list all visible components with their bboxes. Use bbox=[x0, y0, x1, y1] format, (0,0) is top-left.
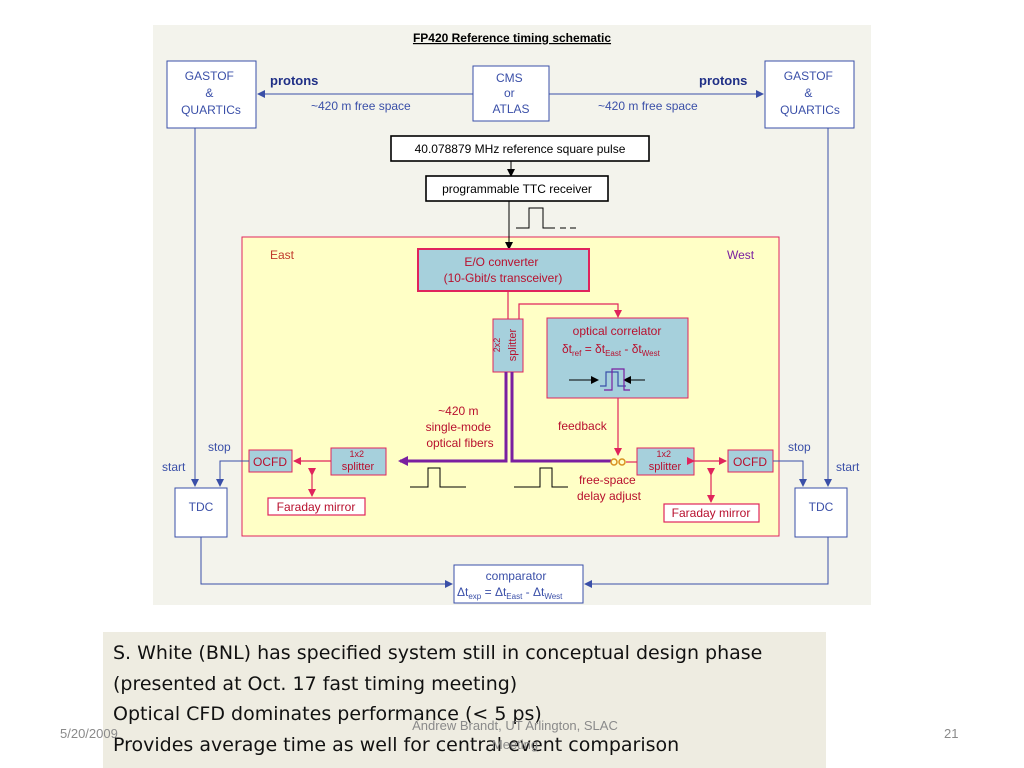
free-space-left-label: ~420 m free space bbox=[311, 99, 411, 113]
ttc-receiver-box bbox=[425, 175, 609, 202]
fiber-label: ~420 m single-mode optical fibers bbox=[426, 404, 495, 450]
free-space-right-label: ~420 m free space bbox=[598, 99, 698, 113]
eo-converter-text: E/O converter (10-Gbit/s transceiver) bbox=[444, 255, 563, 285]
tdc-right-to-comparator bbox=[584, 537, 829, 588]
footer-date: 5/20/2009 bbox=[60, 726, 118, 741]
feedback-label: feedback bbox=[558, 419, 608, 433]
protons-right-label: protons bbox=[699, 73, 747, 88]
optical-correlator-label: optical correlator bbox=[573, 324, 662, 338]
notes-box: S. White (BNL) has specified system stil… bbox=[103, 632, 826, 768]
note-line: Optical CFD dominates performance (< 5 p… bbox=[113, 703, 542, 725]
protons-left-label: protons bbox=[270, 73, 318, 88]
eo-converter-box bbox=[417, 248, 590, 292]
start-left-label: start bbox=[162, 460, 186, 474]
diagram-title: FP420 Reference timing schematic bbox=[413, 31, 611, 45]
gastof-left-text: GASTOF & QUARTICs bbox=[181, 69, 241, 117]
free-space-delay-label: free-space delay adjust bbox=[577, 473, 642, 503]
reference-pulse-box bbox=[390, 135, 650, 162]
ocfd-right-stop-line bbox=[773, 460, 807, 487]
faraday-right-label: Faraday mirror bbox=[672, 506, 751, 520]
tdc-left-box bbox=[174, 487, 228, 538]
gastof-right-box bbox=[764, 60, 855, 129]
ttc-pulse-icon bbox=[516, 207, 555, 229]
note-line: Provides average time as well for centra… bbox=[113, 734, 680, 756]
fiber-west bbox=[510, 372, 611, 463]
reference-pulse-label: 40.078879 MHz reference square pulse bbox=[415, 142, 626, 156]
east-label: East bbox=[270, 248, 295, 262]
splitter-right-text: 1x2 splitter bbox=[649, 449, 682, 473]
tdc-left-label: TDC bbox=[189, 500, 214, 514]
comparator-box bbox=[453, 564, 584, 604]
ttc-receiver-label: programmable TTC receiver bbox=[442, 182, 592, 196]
splitter-to-correlator-arrow bbox=[518, 303, 622, 319]
comparator-formula: Δtexp = ΔtEast - ΔtWest bbox=[457, 585, 563, 601]
fiber-east bbox=[398, 372, 508, 466]
tdc-right-box bbox=[794, 487, 848, 538]
splitter-2x2-top: 2x2 bbox=[492, 338, 502, 353]
ocfd-left-label: OCFD bbox=[253, 455, 287, 469]
faraday-right-box bbox=[663, 503, 760, 523]
note-line: S. White (BNL) has specified system stil… bbox=[113, 642, 763, 664]
stop-left-label: stop bbox=[208, 440, 231, 454]
stop-right-label: stop bbox=[788, 440, 811, 454]
delay-lens-icon bbox=[610, 458, 618, 466]
note-line: (presented at Oct. 17 fast timing meetin… bbox=[113, 673, 518, 695]
faraday-left-box bbox=[267, 497, 366, 516]
splitter-2x2-box bbox=[492, 318, 524, 373]
footer-center-line2: Meeting bbox=[491, 737, 539, 752]
east-pulse-icon bbox=[410, 467, 466, 488]
west-label: West bbox=[727, 248, 755, 262]
splitter-2x2-label: splitter bbox=[507, 328, 519, 361]
ocfd-left-stop-line bbox=[216, 460, 249, 487]
splitter-left-text: 1x2 splitter bbox=[342, 449, 375, 473]
gastof-left-box bbox=[166, 60, 257, 129]
footer-center-line1: Andrew Brandt, UT Arlington, SLAC bbox=[412, 718, 618, 733]
footer-center: Andrew Brandt, UT Arlington, SLAC Meetin… bbox=[380, 716, 650, 754]
west-pulse-icon bbox=[514, 467, 568, 488]
cms-atlas-text: CMS or ATLAS bbox=[492, 71, 529, 116]
tdc-right-label: TDC bbox=[809, 500, 834, 514]
start-right-label: start bbox=[836, 460, 860, 474]
comparator-label: comparator bbox=[486, 569, 547, 583]
cms-atlas-box bbox=[472, 65, 550, 122]
correlator-pulse-purple-icon bbox=[604, 368, 630, 391]
correlator-formula: δtref = δtEast - δtWest bbox=[562, 342, 661, 358]
faraday-left-label: Faraday mirror bbox=[277, 500, 356, 514]
footer-page-number: 21 bbox=[944, 726, 959, 741]
gastof-right-text: GASTOF & QUARTICs bbox=[780, 69, 840, 117]
delay-lens-icon-2 bbox=[618, 458, 626, 466]
tdc-left-to-comparator bbox=[200, 537, 453, 588]
ocfd-right-label: OCFD bbox=[733, 455, 767, 469]
